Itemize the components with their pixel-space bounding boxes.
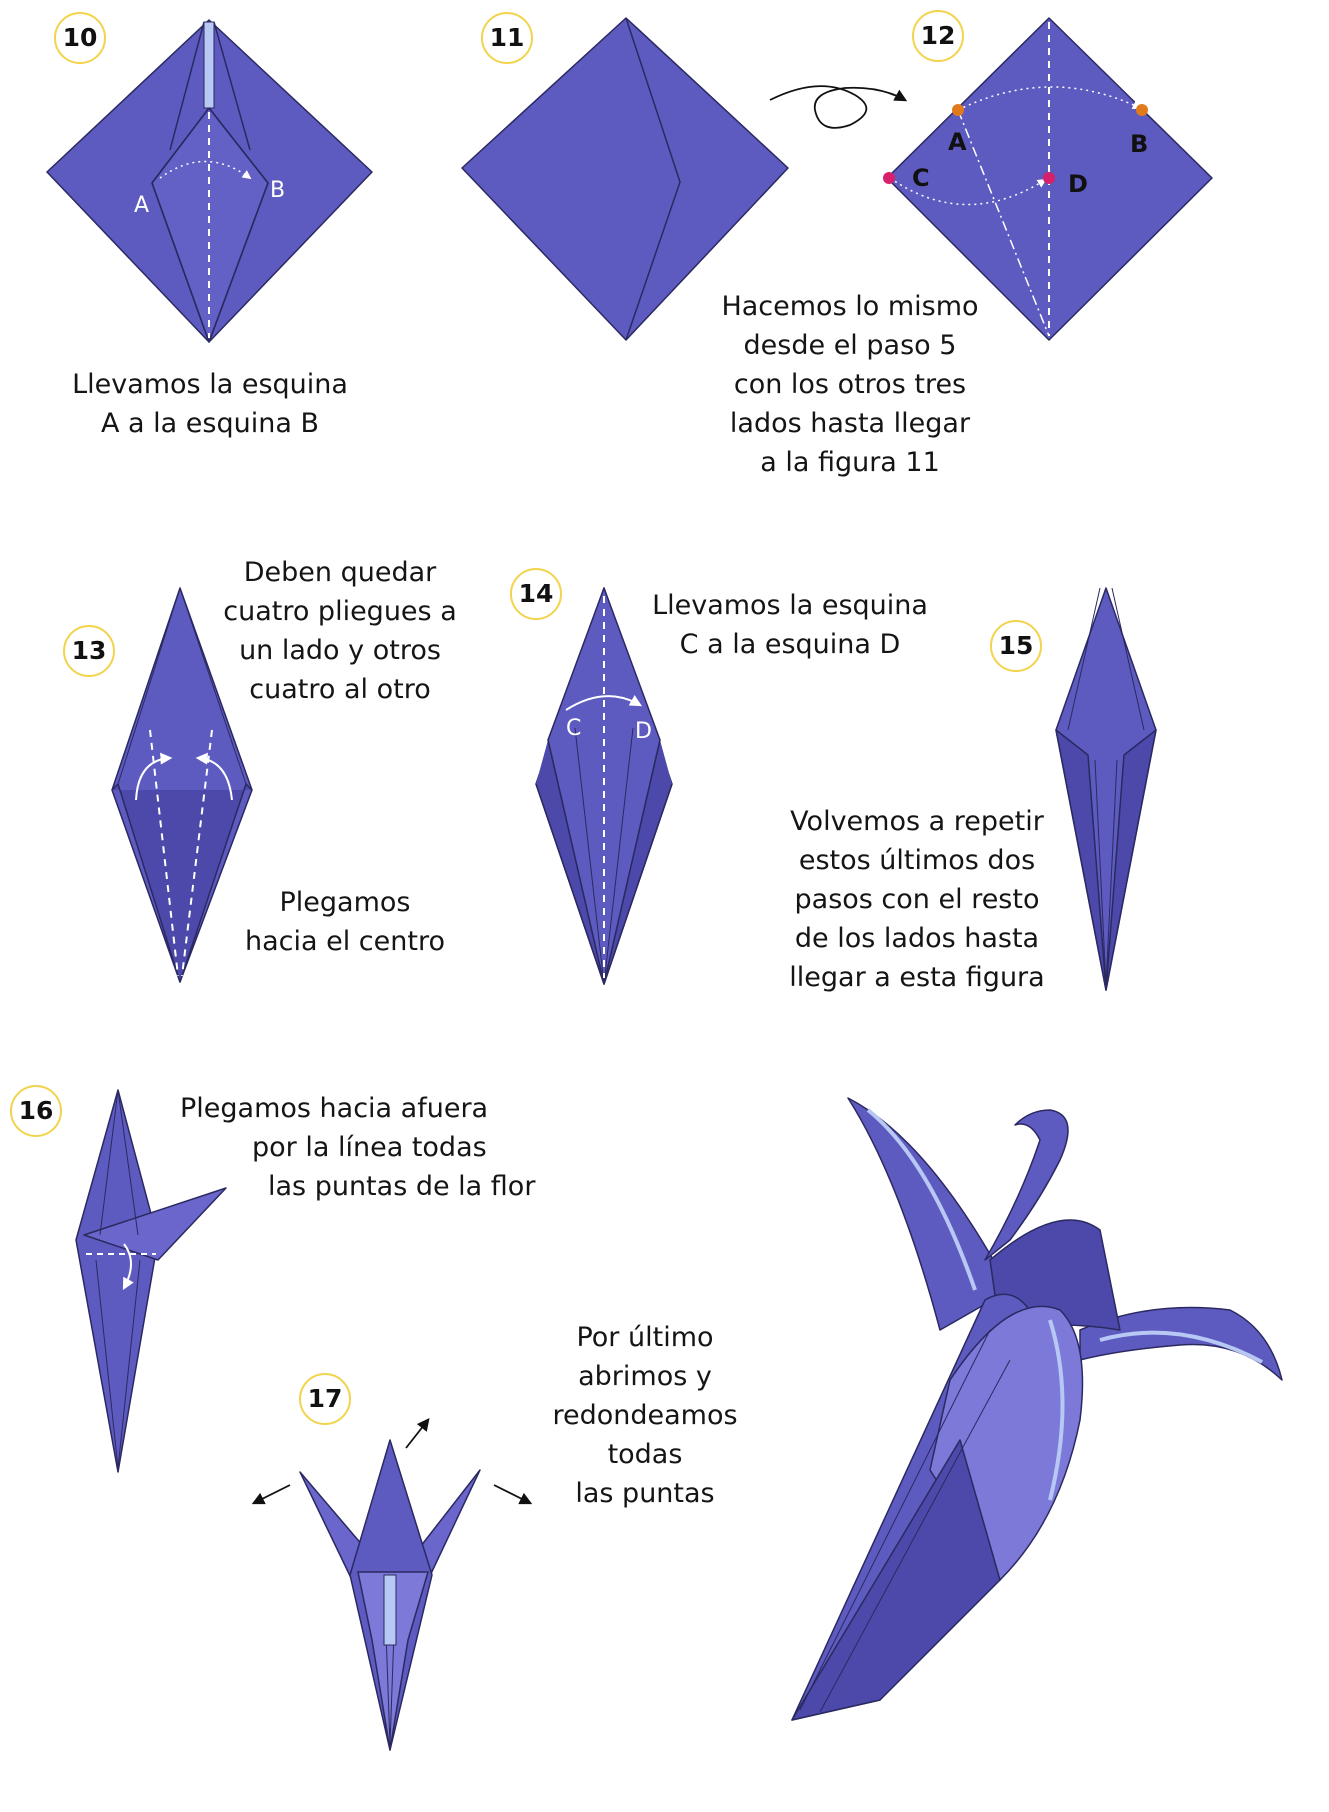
step-12-dot-c xyxy=(883,172,895,184)
step-17-figure xyxy=(299,1439,481,1751)
step-10-label-a: A xyxy=(134,193,149,218)
text-line: Llevamos la esquina xyxy=(72,369,348,400)
text-line: con los otros tres xyxy=(733,369,967,400)
text-line: por la línea todas xyxy=(252,1132,487,1163)
text-line: cuatro al otro xyxy=(249,674,431,705)
step-12-dot-a xyxy=(952,104,964,116)
text-line: A a la esquina B xyxy=(100,408,319,439)
step-10-figure xyxy=(46,19,373,343)
text-line: pasos con el resto xyxy=(794,884,1040,915)
step-12-dot-d xyxy=(1043,172,1055,184)
step-12-label-c: C xyxy=(912,164,930,192)
text-line: desde el paso 5 xyxy=(743,330,957,361)
step-14-figure xyxy=(535,587,673,985)
step-15-figure xyxy=(1055,587,1157,991)
step-14-label-c: C xyxy=(566,716,581,741)
step-11-figure xyxy=(461,17,789,341)
step-14-badge: 14 xyxy=(510,568,562,620)
step-12-label-d: D xyxy=(1068,170,1088,198)
text-line: a la figura 11 xyxy=(760,447,940,478)
text-line: un lado y otros xyxy=(239,635,441,666)
text-line: Hacemos lo mismo xyxy=(721,291,979,322)
step-13-figure xyxy=(111,587,253,983)
text-line: Deben quedar xyxy=(243,557,437,588)
step-15-instruction: Volvemos a repetir estos últimos dos pas… xyxy=(762,802,1072,997)
text-line: abrimos y xyxy=(578,1361,712,1392)
step-13-instruction: Plegamos hacia el centro xyxy=(220,883,470,961)
step-13-badge: 13 xyxy=(63,625,115,677)
step-12-badge: 12 xyxy=(912,10,964,62)
text-line: Plegamos xyxy=(279,887,411,918)
turn-over-arrow xyxy=(769,85,908,129)
text-line: redondeamos xyxy=(552,1400,738,1431)
step-10-instruction: Llevamos la esquina A a la esquina B xyxy=(50,365,370,443)
text-line: Plegamos hacia afuera xyxy=(180,1093,489,1124)
step-11-badge: 11 xyxy=(481,12,533,64)
text-line: cuatro pliegues a xyxy=(223,596,457,627)
step-10-label-b: B xyxy=(270,178,285,203)
step-17-badge: 17 xyxy=(299,1373,351,1425)
text-line: estos últimos dos xyxy=(798,845,1036,876)
step-16-instruction: Plegamos hacia afuera por la línea todas… xyxy=(180,1089,580,1206)
step-17-instruction: Por último abrimos y redondeamos todas l… xyxy=(520,1318,770,1513)
step-16-figure xyxy=(75,1089,227,1473)
text-line: Llevamos la esquina xyxy=(652,590,928,621)
step-12-label-b: B xyxy=(1130,130,1148,158)
step-10-badge: 10 xyxy=(54,12,106,64)
step-16-badge: 16 xyxy=(10,1085,62,1137)
text-line: hacia el centro xyxy=(244,926,445,957)
text-line: C a la esquina D xyxy=(679,629,901,660)
step-12-instruction: Hacemos lo mismo desde el paso 5 con los… xyxy=(700,287,1000,482)
text-line: llegar a esta figura xyxy=(789,962,1045,993)
text-line: todas xyxy=(607,1439,683,1470)
step-14-instruction: Llevamos la esquina C a la esquina D xyxy=(630,586,950,664)
step-12-dot-b xyxy=(1136,104,1148,116)
step-12-label-a: A xyxy=(948,128,967,156)
text-line: las puntas xyxy=(575,1478,715,1509)
step-15-badge: 15 xyxy=(990,620,1042,672)
text-line: las puntas de la flor xyxy=(268,1171,536,1202)
finished-lily-illustration xyxy=(791,1097,1283,1721)
text-line: Por último xyxy=(576,1322,714,1353)
text-line: Volvemos a repetir xyxy=(790,806,1044,837)
step-14-label-d: D xyxy=(635,719,652,744)
step-13-note: Deben quedar cuatro pliegues a un lado y… xyxy=(210,553,470,709)
text-line: lados hasta llegar xyxy=(729,408,971,439)
step-17-open-arrows xyxy=(251,1418,533,1505)
text-line: de los lados hasta xyxy=(794,923,1040,954)
